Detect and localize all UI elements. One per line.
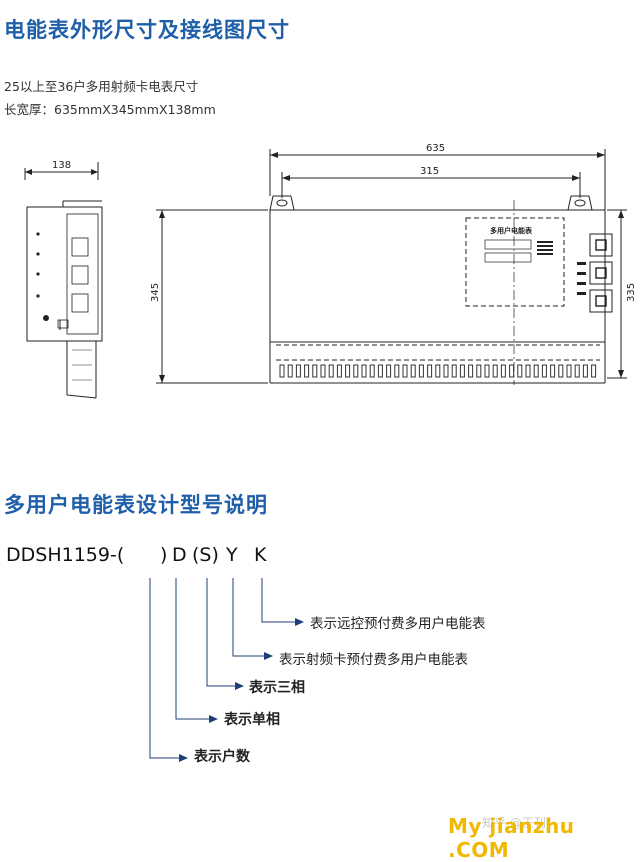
terminal-slot (550, 364, 556, 378)
terminal-slot (320, 364, 326, 378)
terminal-slot (435, 364, 441, 378)
terminal-slot (582, 364, 588, 378)
terminal-slot (345, 364, 351, 378)
terminal-slot (468, 364, 474, 378)
terminal-slot (394, 364, 400, 378)
terminal-slot (509, 364, 515, 378)
model-close-paren: ) (160, 544, 168, 566)
desc-rf-card-prepaid: 表示射频卡预付费多用户电能表 (279, 652, 468, 668)
terminal-slot (328, 364, 334, 378)
terminal-strip (279, 364, 597, 378)
terminal-slot (377, 364, 383, 378)
terminal-slot (591, 364, 597, 378)
desc-remote-prepaid: 表示远控预付费多用户电能表 (310, 616, 486, 632)
terminal-slot (517, 364, 523, 378)
terminal-slot (500, 364, 506, 378)
model-code-k: K (254, 544, 267, 566)
terminal-slot (336, 364, 342, 378)
terminal-slot (369, 364, 375, 378)
terminal-slot (287, 364, 293, 378)
model-code-d: D (172, 544, 187, 566)
terminal-slot (541, 364, 547, 378)
dimension-drawing: 138 635 315 345 335 多用户电能表 (24, 143, 637, 399)
terminal-slot (525, 364, 531, 378)
model-prefix: DDSH1159-( (6, 544, 125, 566)
terminal-slot (492, 364, 498, 378)
dim-total-width: 635 (426, 143, 445, 154)
terminal-slot (386, 364, 392, 378)
section-title-model: 多用户电能表设计型号说明 (4, 493, 268, 517)
terminal-slot (353, 364, 359, 378)
spec-line-dimensions: 长宽厚：635mmX345mmX138mm (4, 102, 216, 117)
arrow-head-k (295, 618, 304, 626)
terminal-slot (484, 364, 490, 378)
model-number: DDSH1159-( ) D (S) Y K (6, 544, 266, 698)
terminal-slot (574, 364, 580, 378)
panel-label: 多用户电能表 (490, 226, 533, 235)
arrow-head-d (209, 715, 218, 723)
arrow-head-s (235, 682, 244, 690)
terminal-slot (558, 364, 564, 378)
arrow-head-y (264, 652, 273, 660)
desc-household-count: 表示户数 (194, 749, 250, 765)
terminal-slot (279, 364, 285, 378)
arrow-head-p (179, 754, 188, 762)
terminal-slot (295, 364, 301, 378)
model-code-y: Y (226, 544, 238, 566)
terminal-slot (418, 364, 424, 378)
watermark: 知乎 @王刊 (482, 816, 546, 830)
terminal-slot (451, 364, 457, 378)
terminal-slot (533, 364, 539, 378)
terminal-slot (566, 364, 572, 378)
terminal-slot (304, 364, 310, 378)
dim-inner-width: 315 (420, 166, 439, 177)
desc-three-phase: 表示三相 (249, 680, 305, 696)
dim-height-left: 345 (150, 283, 161, 302)
terminal-slot (427, 364, 433, 378)
desc-single-phase: 表示单相 (224, 712, 280, 728)
model-code-s: (S) (192, 544, 219, 566)
terminal-slot (443, 364, 449, 378)
dim-side-width: 138 (52, 160, 71, 171)
section-title-dimensions: 电能表外形尺寸及接线图尺寸 (4, 18, 290, 42)
terminal-slot (476, 364, 482, 378)
spec-line-household: 25以上至36户多用射频卡电表尺寸 (4, 79, 199, 94)
terminal-slot (459, 364, 465, 378)
terminal-slot (402, 364, 408, 378)
terminal-slot (361, 364, 367, 378)
site-logo: My jianzhu .COM (448, 814, 575, 862)
dim-height-right: 335 (626, 283, 637, 302)
terminal-slot (410, 364, 416, 378)
terminal-slot (312, 364, 318, 378)
